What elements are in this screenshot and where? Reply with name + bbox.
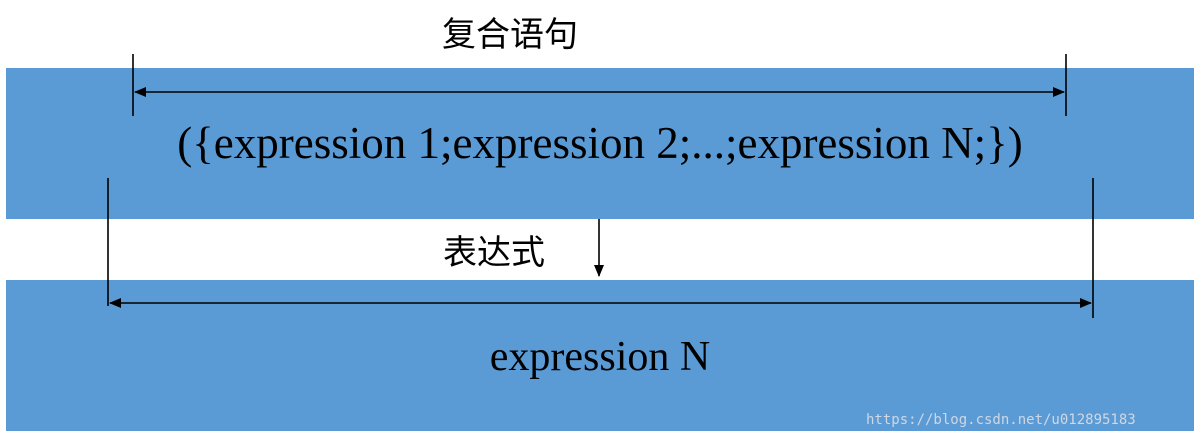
watermark-text: https://blog.csdn.net/u012895183 [866, 412, 1136, 428]
result-expression-text: expression N [489, 334, 711, 380]
expression-label: 表达式 [443, 233, 545, 273]
compound-statement-label: 复合语句 [442, 15, 578, 55]
compound-statement-text: ({expression 1;expression 2;...;expressi… [177, 118, 1023, 168]
